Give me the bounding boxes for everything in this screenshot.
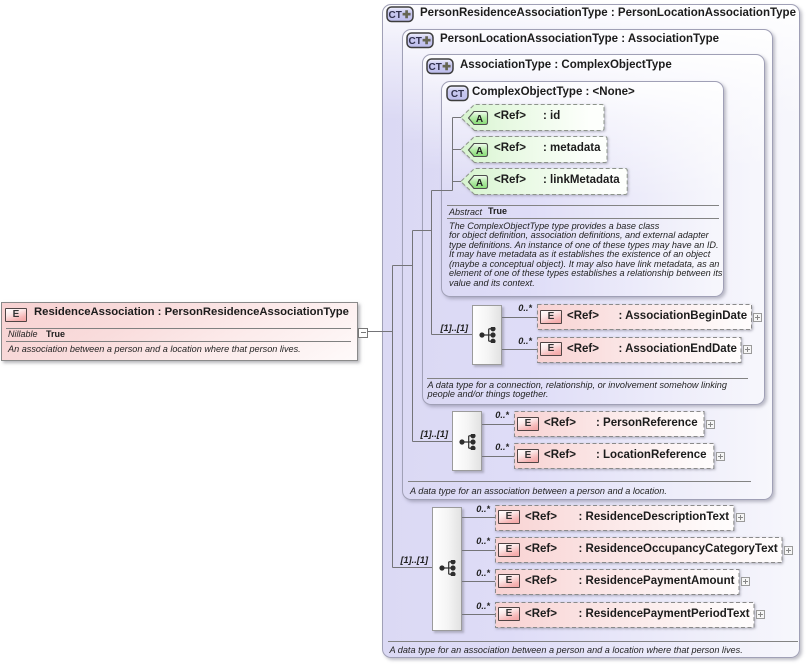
svg-text:CT: CT — [409, 36, 422, 47]
svg-text:CT: CT — [451, 89, 464, 100]
svg-text:A: A — [476, 114, 483, 125]
svg-text:CT: CT — [389, 10, 402, 21]
svg-text:A: A — [476, 178, 483, 189]
svg-text:CT: CT — [429, 62, 442, 73]
svg-text:A: A — [476, 146, 483, 157]
